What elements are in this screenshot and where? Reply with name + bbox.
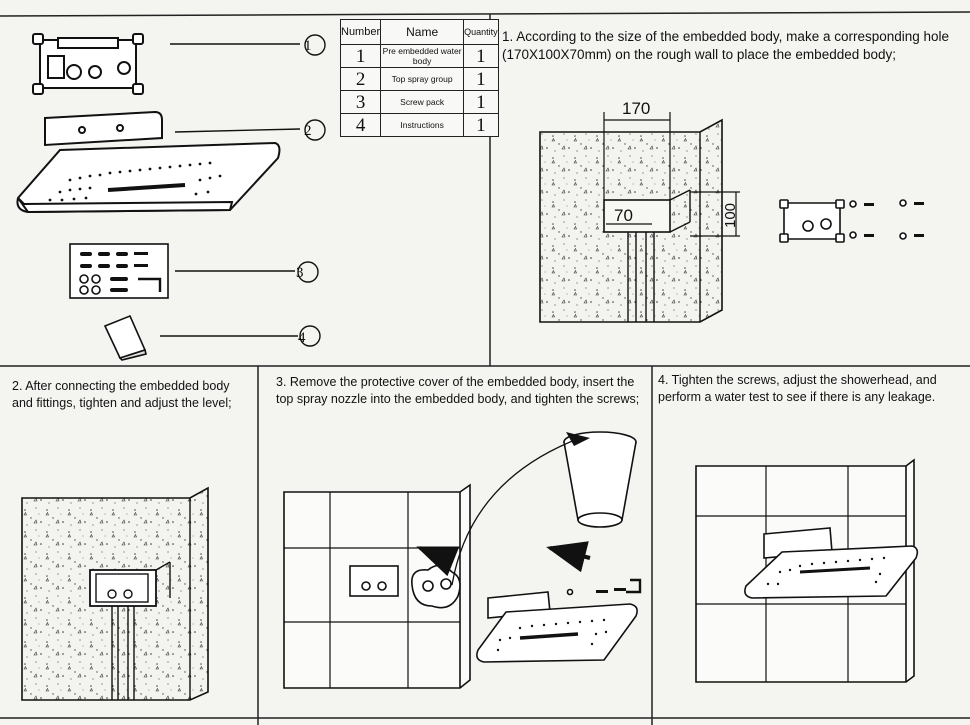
protective-cover [563,431,637,528]
removal-arrows [416,432,591,586]
dimension-width-label: 170 [622,99,650,118]
callout-number-1: 1 [304,38,312,54]
callout-leader-3 [175,261,319,283]
row-quantity: 1 [463,67,499,91]
table-row: 4 Instructions 1 [339,113,499,137]
header-number: Number [339,19,382,45]
dimension-depth-label: 70 [614,206,633,225]
row-name: Top spray group [380,67,465,91]
row-quantity: 1 [463,90,499,114]
table-row: 3 Screw pack 1 [339,90,499,114]
header-quantity: Quantity [463,19,499,45]
table-header-row: Number Name Quantity [339,19,499,45]
callout-number-2: 2 [304,123,312,139]
instructions-part [103,314,147,361]
tiled-wall-step3 [283,483,471,689]
row-number: 3 [339,90,382,114]
row-number: 2 [339,67,382,91]
callout-leader-4 [160,325,321,347]
callout-number-3: 3 [296,265,304,281]
row-name: Pre embedded water body [380,44,465,68]
table-row: 1 Pre embedded water body 1 [339,44,499,68]
callout-number-4: 4 [298,330,306,346]
row-name: Screw pack [380,90,465,114]
top-spray-group-part [16,110,281,214]
row-number: 1 [339,44,382,68]
wall-with-hole-diagram [539,112,740,323]
screw-pack-part [69,243,169,299]
callout-leader-1 [170,34,326,56]
wall-with-body-diagram [21,486,209,701]
row-quantity: 1 [463,44,499,68]
step-3-text: 3. Remove the protective cover of the em… [276,375,640,406]
row-name: Instructions [380,113,465,137]
step-2-text: 2. After connecting the embedded body an… [12,379,232,410]
step-4-text: 4. Tighten the screws, adjust the shower… [658,373,937,404]
parts-table: Number Name Quantity 1 Pre embedded wate… [339,19,499,137]
row-quantity: 1 [463,113,499,137]
row-number: 4 [339,113,382,137]
table-row: 2 Top spray group 1 [339,67,499,91]
step-1-text: 1. According to the size of the embedded… [502,29,950,62]
dimension-height-label: 100 [722,203,739,228]
embedded-body-part [32,33,144,95]
embedded-body-small [779,199,924,243]
header-name: Name [380,19,465,45]
showerhead-installed [744,527,919,599]
callout-leader-2 [174,119,326,141]
showerhead-step3 [476,578,642,663]
